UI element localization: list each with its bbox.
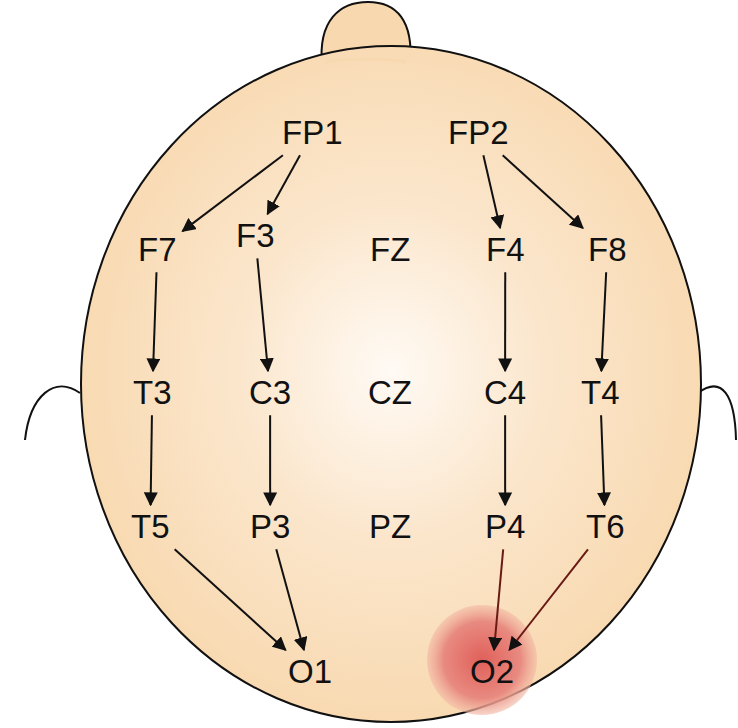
montage-arrow	[504, 272, 506, 371]
electrode-name: T4	[581, 375, 620, 411]
montage-arrow	[269, 415, 271, 505]
electrode-label: O1	[284, 652, 336, 692]
right-ear	[698, 386, 736, 440]
electrode-label: C3	[245, 373, 295, 413]
montage-arrow	[257, 258, 268, 371]
electrode-name: O1	[288, 654, 332, 690]
montage-arrow	[601, 415, 604, 505]
montage-arrow	[483, 155, 500, 228]
electrode-label: P4	[481, 507, 529, 547]
montage-arrow	[153, 272, 156, 371]
montage-arrow	[276, 549, 304, 650]
montage-arrow	[601, 272, 606, 371]
electrode-label: O2	[466, 652, 518, 692]
electrode-label: CZ	[364, 373, 416, 413]
electrode-name: T6	[586, 509, 625, 545]
electrode-name: FZ	[370, 232, 410, 268]
electrode-name: F4	[486, 232, 525, 268]
electrode-name: FP1	[282, 115, 343, 151]
montage-arrow	[504, 415, 506, 505]
electrode-label: F7	[134, 230, 181, 270]
electrode-label: F8	[584, 230, 631, 270]
electrode-label: T5	[127, 507, 174, 547]
electrode-label: P3	[246, 507, 294, 547]
montage-arrow	[175, 549, 286, 650]
electrode-label: FP1	[278, 113, 347, 153]
electrode-label: T4	[577, 373, 624, 413]
electrode-label: T3	[129, 373, 176, 413]
highlight-glow	[427, 605, 537, 715]
montage-arrow	[151, 415, 152, 505]
head-ellipse	[81, 46, 701, 722]
electrode-name: F7	[138, 232, 177, 268]
electrode-label: T6	[582, 507, 629, 547]
electrode-name: FP2	[448, 115, 509, 151]
electrode-label: FZ	[366, 230, 414, 270]
montage-arrow	[503, 155, 583, 228]
electrode-name: O2	[470, 654, 514, 690]
electrode-name: CZ	[368, 375, 412, 411]
electrode-label: C4	[480, 373, 530, 413]
electrode-label: FP2	[444, 113, 513, 153]
electrode-name: P4	[485, 509, 525, 545]
electrode-name: PZ	[369, 509, 411, 545]
electrode-name: F3	[236, 218, 275, 254]
electrode-name: F8	[588, 232, 627, 268]
electrode-name: C4	[484, 375, 526, 411]
electrode-name: P3	[250, 509, 290, 545]
electrode-name: T5	[131, 509, 170, 545]
electrode-name: T3	[133, 375, 172, 411]
electrode-label: F3	[232, 216, 279, 256]
left-ear	[25, 386, 80, 440]
electrode-name: C3	[249, 375, 291, 411]
montage-arrow	[509, 549, 588, 650]
montage-arrow	[268, 155, 300, 214]
electrode-label: PZ	[365, 507, 415, 547]
electrode-label: F4	[482, 230, 529, 270]
montage-arrow	[494, 549, 503, 650]
